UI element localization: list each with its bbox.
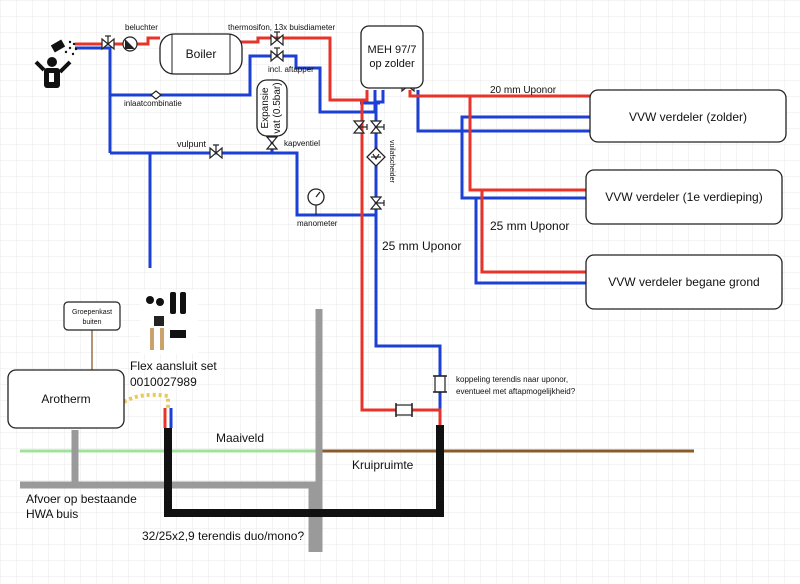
boiler-tank: Boiler: [159, 33, 243, 75]
vvw-zolder-box: VVW verdeler (zolder): [589, 89, 787, 143]
coupling-icon: [395, 403, 413, 417]
uponor-25-label-2: 25 mm Uponor: [382, 239, 461, 253]
vvw-begane-box: VVW verdeler begane grond: [585, 254, 783, 310]
aftapper-label: incl. aftapper: [268, 65, 314, 74]
kruipruimte-label: Kruipruimte: [352, 458, 414, 472]
meh-unit: MEH 97/7 op zolder: [360, 25, 424, 89]
coupling-icon: [433, 375, 447, 393]
terendis-pipe: [164, 425, 444, 517]
groepenkast-box: Groepenkast buiten: [63, 301, 121, 331]
expansion-vessel: Expansie vat (0.5bar): [256, 79, 288, 137]
expansion-label-2: vat (0.5bar): [272, 82, 283, 133]
afvoer-label-1: Afvoer op bestaande: [26, 492, 137, 506]
vvw-begane-label: VVW verdeler begane grond: [608, 275, 759, 289]
flex-label-1: Flex aansluit set: [130, 359, 217, 373]
uponor-20-label: 20 mm Uponor: [490, 85, 557, 96]
vvw-1e-label: VVW verdeler (1e verdieping): [605, 190, 762, 204]
groepenkast-label-1: Groepenkast: [72, 309, 112, 316]
flex-label-2: 0010027989: [130, 375, 197, 389]
meh-label-1: MEH 97/7: [368, 44, 417, 56]
expansion-label-1: Expansie: [260, 87, 271, 129]
shower-icon: [34, 39, 78, 88]
cold-pipes: [75, 46, 590, 425]
strainer-icon: [366, 147, 386, 167]
vuilafscheider-label: vuilafscheider: [388, 140, 395, 183]
inlaatcombinatie-label: inlaatcombinatie: [124, 99, 182, 108]
pump-icon: [122, 36, 138, 52]
valve-icon: [265, 136, 279, 150]
arotherm-unit: Arotherm: [7, 369, 125, 429]
kapventiel-label: kapventiel: [284, 139, 320, 148]
manometer-label: manometer: [297, 219, 338, 228]
vvw-1e-box: VVW verdeler (1e verdieping): [585, 169, 783, 225]
arotherm-label: Arotherm: [41, 392, 90, 406]
terendis-label: 32/25x2,9 terendis duo/mono?: [142, 529, 304, 543]
vvw-zolder-label: VVW verdeler (zolder): [629, 110, 747, 124]
vulpunt-label: vulpunt: [177, 139, 207, 149]
boiler-label: Boiler: [186, 47, 217, 61]
meh-label-2: op zolder: [369, 58, 415, 70]
uponor-25-label-1: 25 mm Uponor: [490, 219, 569, 233]
beluchter-label: beluchter: [125, 23, 158, 32]
koppeling-label-1: koppeling terendis naar uponor,: [456, 375, 568, 384]
manometer-icon: [307, 188, 325, 215]
afvoer-label-2: HWA buis: [26, 507, 78, 521]
thermosifon-label: thermosifon, 13x buisdiameter: [228, 23, 336, 32]
groepenkast-label-2: buiten: [82, 319, 101, 326]
flex-kit-icon: [140, 290, 198, 354]
check-valve-icon: [150, 90, 162, 100]
koppeling-label-2: eventueel met aftapmogelijkheid?: [456, 387, 576, 396]
hot-pipes: [75, 36, 590, 425]
maaiveld-label: Maaiveld: [216, 431, 264, 445]
